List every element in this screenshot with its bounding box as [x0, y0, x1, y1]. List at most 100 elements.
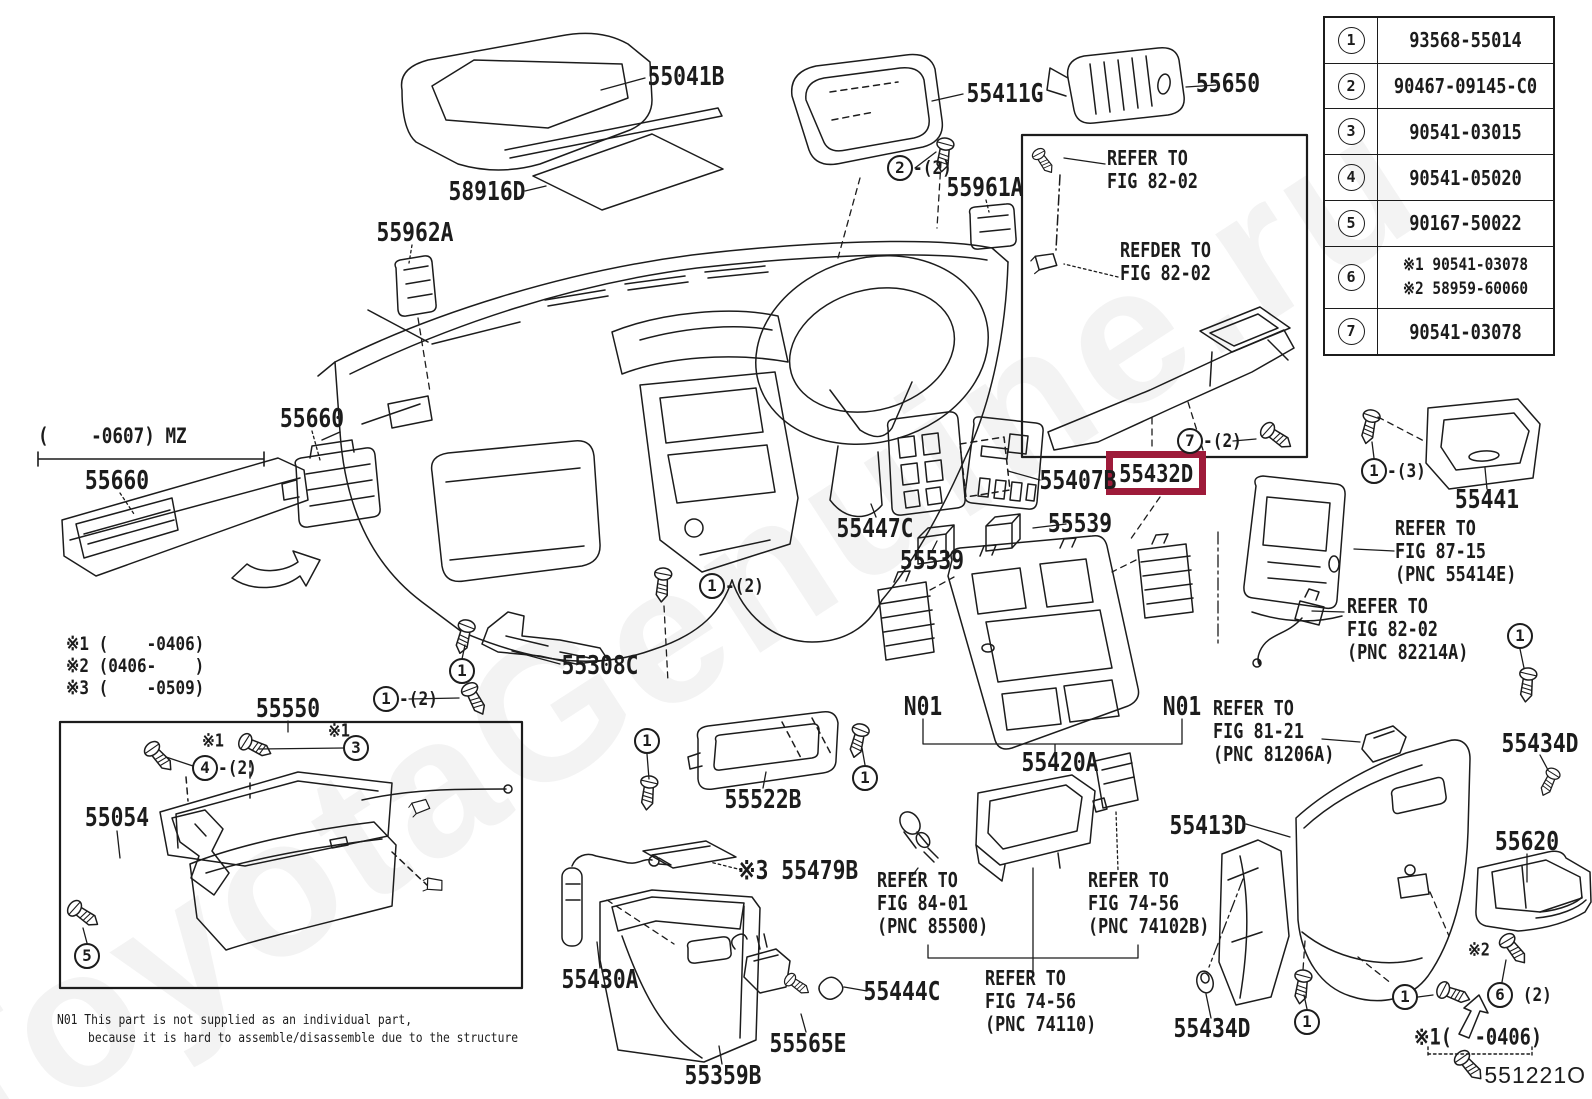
legend-number-cell: 3	[1325, 109, 1378, 155]
legend-row: 1 93568-55014	[1325, 18, 1553, 63]
mz-variant-note: ( -0607) MZ	[38, 424, 187, 448]
callout-quantity: -(2)	[725, 575, 764, 597]
variant-flag: ※2	[1467, 939, 1491, 961]
callout-number: 7	[1177, 428, 1203, 454]
part-label: 55660	[84, 466, 150, 496]
callout-number: 1	[449, 658, 475, 684]
diagram-code: 551221O	[1484, 1062, 1586, 1088]
refer-to-line: FIG 82-02	[1107, 169, 1199, 193]
refer-to-line: REFDER TO	[1120, 238, 1212, 262]
legend-number: 5	[1337, 209, 1365, 237]
variant-flag: ※1( -0406)	[1413, 1025, 1543, 1051]
refer-to-line: (PNC 74110)	[985, 1012, 1097, 1036]
part-label: 55411G	[966, 79, 1044, 109]
legend-row: 3 90541-03015	[1325, 108, 1553, 155]
legend-part-number: 90541-03015	[1409, 119, 1522, 144]
highlighted-part-box: 55432D	[1106, 451, 1206, 495]
variant-note-line: ※3 ( -0509)	[66, 677, 205, 699]
legend-number-cell: 7	[1325, 309, 1378, 355]
callout-number: 1	[852, 765, 878, 791]
legend-number: 6	[1337, 263, 1365, 291]
refer-to-line: (PNC 74102B)	[1088, 914, 1210, 938]
callout-quantity: (2)	[1513, 984, 1552, 1006]
legend-part-number: 93568-55014	[1409, 28, 1522, 53]
part-label: ※3 55479B	[737, 856, 859, 886]
callout-number: 6	[1487, 982, 1513, 1008]
part-label: 55522B	[724, 785, 802, 815]
callout: 1	[449, 658, 475, 684]
refer-to-line: FIG 82-02	[1347, 617, 1439, 641]
callout: 1	[634, 728, 660, 754]
callout-quantity: -(3)	[1387, 460, 1426, 482]
callout-number: 1	[699, 573, 725, 599]
refer-to-line: REFER TO	[1213, 696, 1294, 720]
part-label: 55961A	[946, 173, 1024, 203]
callout-quantity: -(2)	[1203, 430, 1242, 452]
variant-notes-block: ※1 ( -0406)※2 (0406- )※3 ( -0509)	[66, 633, 204, 699]
highlighted-part-number: 55432D	[1118, 458, 1194, 488]
variant-flag: ※1	[201, 730, 225, 752]
legend-part-cell: 90541-03078	[1391, 320, 1540, 344]
refer-to-line: FIG 84-01	[877, 891, 969, 915]
part-label: 55962A	[376, 218, 454, 248]
refer-to-line: FIG 81-21	[1213, 719, 1305, 743]
legend-row: 2 90467-09145-C0	[1325, 62, 1553, 109]
variant-flag: ※1	[327, 720, 351, 742]
part-label: 55308C	[561, 651, 639, 681]
refer-to-line: (PNC 85500)	[877, 914, 989, 938]
legend-table: 1 93568-55014 2 90467-09145-C0 3 90541-03015 4…	[1323, 16, 1555, 356]
callout-number: 2	[887, 155, 913, 181]
part-label: 55430A	[561, 965, 639, 995]
refer-to-line: FIG 74-56	[985, 989, 1077, 1013]
part-label: 55539	[899, 546, 965, 576]
callout: 1-(2)	[699, 573, 771, 599]
legend-number-cell: 4	[1325, 155, 1378, 200]
legend-row: 4 90541-05020	[1325, 154, 1553, 200]
callout-number: 1	[1294, 1009, 1320, 1035]
part-label: 55660	[279, 404, 345, 434]
part-label: 55434D	[1173, 1014, 1251, 1044]
callout: 1	[1507, 623, 1533, 649]
refer-to-line: REFER TO	[1395, 516, 1476, 540]
legend-part-cell: 90541-05020	[1391, 166, 1540, 190]
part-label: 55420A	[1021, 748, 1099, 778]
part-label: 55444C	[863, 977, 941, 1007]
part-label: N01	[1162, 692, 1202, 722]
legend-number-cell: 2	[1325, 63, 1378, 109]
part-label: 55359B	[684, 1061, 762, 1091]
part-label: 55620	[1494, 827, 1560, 857]
legend-part-number: 90467-09145-C0	[1393, 74, 1538, 99]
callout: 1	[852, 765, 878, 791]
refer-to-line: REFER TO	[1107, 146, 1188, 170]
variant-note-line: ※2 (0406- )	[66, 655, 205, 677]
callout-number: 4	[192, 755, 218, 781]
part-label: 55054	[84, 803, 150, 833]
callout-number: 1	[1392, 984, 1418, 1010]
legend-row: 7 90541-03078	[1325, 308, 1553, 355]
part-label: 55550	[255, 694, 321, 724]
variant-note-line: ※1 ( -0406)	[66, 633, 205, 655]
legend-part-cell: 90467-09145-C0	[1391, 74, 1540, 98]
refer-to-line: (PNC 81206A)	[1213, 742, 1335, 766]
callout: 2-(2)	[887, 155, 959, 181]
legend-part-cell: ※1 90541-03078※2 58959-60060	[1391, 253, 1540, 301]
legend-number: 1	[1337, 26, 1365, 54]
legend-number: 3	[1337, 118, 1365, 146]
part-label: 55447C	[836, 514, 914, 544]
callout-number: 1	[1507, 623, 1533, 649]
callout-quantity: -(2)	[913, 157, 952, 179]
callout-number: 5	[74, 943, 100, 969]
legend-number: 2	[1337, 72, 1365, 100]
refer-to-line: REFER TO	[877, 868, 958, 892]
callout-quantity: -(2)	[399, 688, 438, 710]
legend-part-number: ※1 90541-03078	[1402, 255, 1529, 276]
part-label: 55434D	[1501, 729, 1579, 759]
callout: 4-(2)	[192, 755, 264, 781]
part-label: N01	[903, 692, 943, 722]
